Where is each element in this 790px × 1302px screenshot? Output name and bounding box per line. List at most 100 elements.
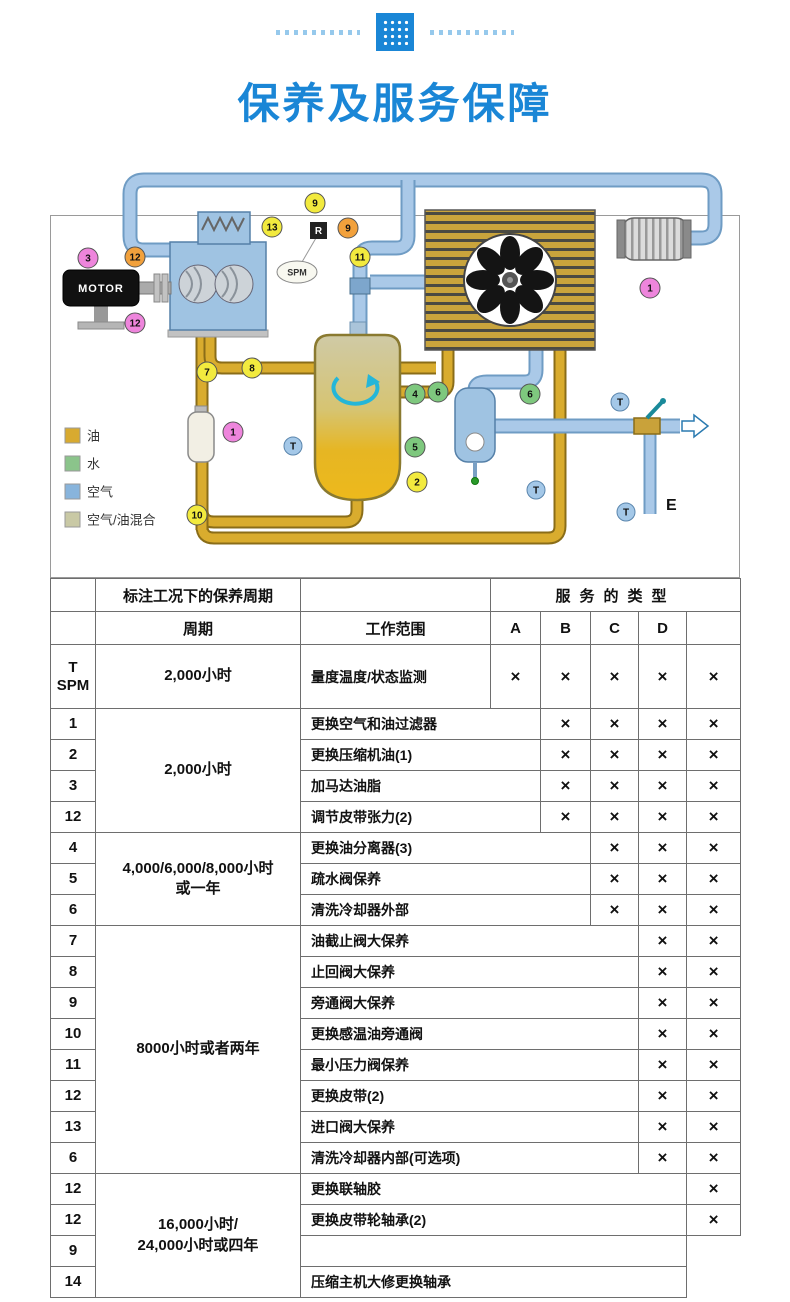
service-mark-cell: × [638,987,687,1019]
service-mark-cell: × [590,770,639,802]
row-number-cell: 12 [50,1173,96,1205]
scope-column-header: 工作范围 [300,611,491,645]
service-mark-cell: × [685,644,742,709]
empty-cell [687,1267,741,1298]
diagram-badge-1: 1 [222,421,244,443]
work-scope-cell: 油截止阀大保养 [300,925,639,957]
svg-text:2: 2 [414,478,420,489]
svg-text:8: 8 [249,364,255,375]
work-scope-cell: 更换皮带(2) [300,1080,639,1112]
svg-text:T: T [290,442,296,453]
service-mark-cell: × [540,708,591,740]
legend-label: 空气 [87,485,113,500]
service-mark-cell: × [590,863,639,895]
diagram-badge-4: 4 [404,383,426,405]
service-mark-cell: × [685,894,742,926]
service-mark-cell: × [685,1049,742,1081]
page-header: 保养及服务保障 [0,0,790,170]
temperature-badge: T [526,480,546,500]
service-mark-cell: × [638,770,687,802]
service-mark-cell: × [540,801,591,833]
diagram-badge-9: 9 [304,192,326,214]
r-label: R [315,226,323,237]
work-scope-cell: 更换空气和油过滤器 [300,708,541,740]
service-mark-cell: × [685,832,742,864]
service-mark-cell: × [685,956,742,988]
work-scope-cell [300,1235,687,1267]
page-title: 保养及服务保障 [237,80,553,127]
svg-text:9: 9 [345,224,351,235]
period-cell: 16,000小时/ 24,000小时或四年 [95,1173,301,1298]
service-mark-cell: × [685,1204,742,1236]
work-scope-cell: 疏水阀保养 [300,863,591,895]
legend-item: 空气/油混合 [64,511,156,528]
service-mark-cell: × [638,1018,687,1050]
dot-line-right-icon [430,29,514,35]
legend-swatch [64,455,81,472]
empty-header-cell [50,578,96,612]
service-type-group-header: 服务的类型 [489,578,742,612]
period-cell: 2,000小时 [95,708,301,833]
air-filter [616,217,692,261]
diagram-badge-5: 5 [404,436,426,458]
service-col-c-header: C [590,611,639,645]
row-number-cell: 4 [50,832,96,864]
service-mark-cell: × [590,894,639,926]
legend-swatch [64,511,81,528]
service-mark-cell: × [685,1111,742,1143]
legend-swatch [64,427,81,444]
legend-item: 水 [64,455,100,472]
spm-sensor: R SPM [276,222,327,284]
service-mark-cell: × [685,1018,742,1050]
period-cell: 8000小时或者两年 [95,925,301,1174]
work-scope-cell: 清洗冷却器外部 [300,894,591,926]
brand-icon [376,13,414,51]
service-mark-cell: × [540,644,591,709]
legend-swatch [64,483,81,500]
diagram-badge-6: 6 [519,383,541,405]
service-mark-cell: × [685,708,742,740]
work-scope-cell: 调节皮带张力(2) [300,801,541,833]
work-scope-cell: 清洗冷却器内部(可选项) [300,1142,639,1174]
svg-text:6: 6 [527,390,533,401]
row-number-cell: 2 [50,739,96,771]
svg-text:9: 9 [312,199,318,210]
oil-separator-tank [313,277,402,502]
period-group-header: 标注工况下的保养周期 [95,578,301,612]
svg-text:1: 1 [647,284,653,295]
e-label: E [666,497,677,514]
temperature-badge: T [616,502,636,522]
diagram-badge-12: 12 [124,246,146,268]
service-mark-cell: × [638,801,687,833]
row-number-cell: 10 [50,1018,96,1050]
service-mark-cell: × [685,1173,742,1205]
row-number-cell: 6 [50,1142,96,1174]
service-mark-cell: × [638,739,687,771]
service-mark-cell: × [490,644,541,709]
minimum-pressure-valve [349,277,371,295]
service-mark-cell: × [638,708,687,740]
svg-text:11: 11 [355,253,366,264]
row-number-cell: 3 [50,770,96,802]
service-mark-cell: × [638,1080,687,1112]
service-mark-cell: × [540,770,591,802]
row-number-cell: 5 [50,863,96,895]
diagram-badge-13: 13 [261,216,283,238]
svg-text:10: 10 [191,511,203,522]
diagram-badge-7: 7 [196,361,218,383]
row-number-cell: 12 [50,1204,96,1236]
legend-label: 空气/油混合 [87,513,156,528]
service-mark-cell: × [638,644,687,709]
cooling-fan-icon [463,233,557,327]
decorative-divider [0,10,790,54]
